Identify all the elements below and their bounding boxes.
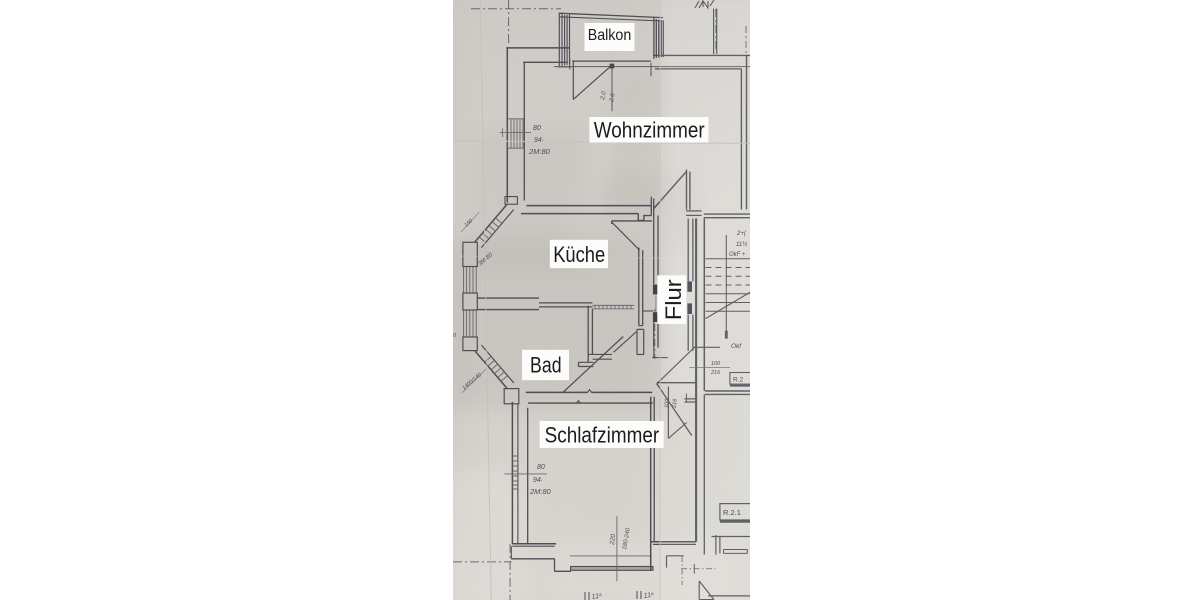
svg-text:2.0: 2.0: [600, 90, 608, 101]
svg-text:R.2.1: R.2.1: [723, 508, 741, 517]
svg-text:80: 80: [533, 125, 541, 132]
svg-text:2M:80: 2M:80: [529, 487, 552, 496]
svg-text:Schlafzimmer: Schlafzimmer: [545, 422, 660, 447]
svg-text:180-240: 180-240: [622, 527, 632, 550]
svg-text:Küche: Küche: [553, 242, 605, 267]
svg-text:2M:80: 2M:80: [528, 147, 551, 156]
svg-text:11½: 11½: [736, 241, 747, 248]
svg-text:11ᵃ: 11ᵃ: [643, 592, 654, 600]
svg-text:11ᵃ: 11ᵃ: [591, 593, 602, 600]
svg-text:2+(: 2+(: [736, 231, 747, 237]
svg-text:Balkon: Balkon: [588, 27, 632, 44]
svg-text:220: 220: [609, 533, 617, 546]
svg-text:94·: 94·: [534, 137, 544, 144]
svg-text:100: 100: [711, 361, 721, 367]
svg-text:OkF +: OkF +: [729, 252, 746, 258]
svg-text:90: 90: [450, 333, 457, 339]
svg-text:Bad: Bad: [530, 352, 562, 377]
svg-text:Flur: Flur: [661, 279, 686, 320]
svg-text:2.6: 2.6: [609, 92, 617, 103]
svg-text:Okf: Okf: [731, 343, 742, 350]
svg-text:216: 216: [672, 398, 679, 409]
svg-text:150: 150: [463, 217, 475, 228]
svg-text:100: 100: [664, 398, 671, 408]
svg-text:R.2: R.2: [733, 377, 744, 384]
svg-text:216: 216: [710, 370, 721, 376]
svg-text:80: 80: [537, 464, 545, 471]
svg-text:Wohnzimmer: Wohnzimmer: [594, 117, 705, 142]
svg-text:94·: 94·: [533, 477, 543, 484]
